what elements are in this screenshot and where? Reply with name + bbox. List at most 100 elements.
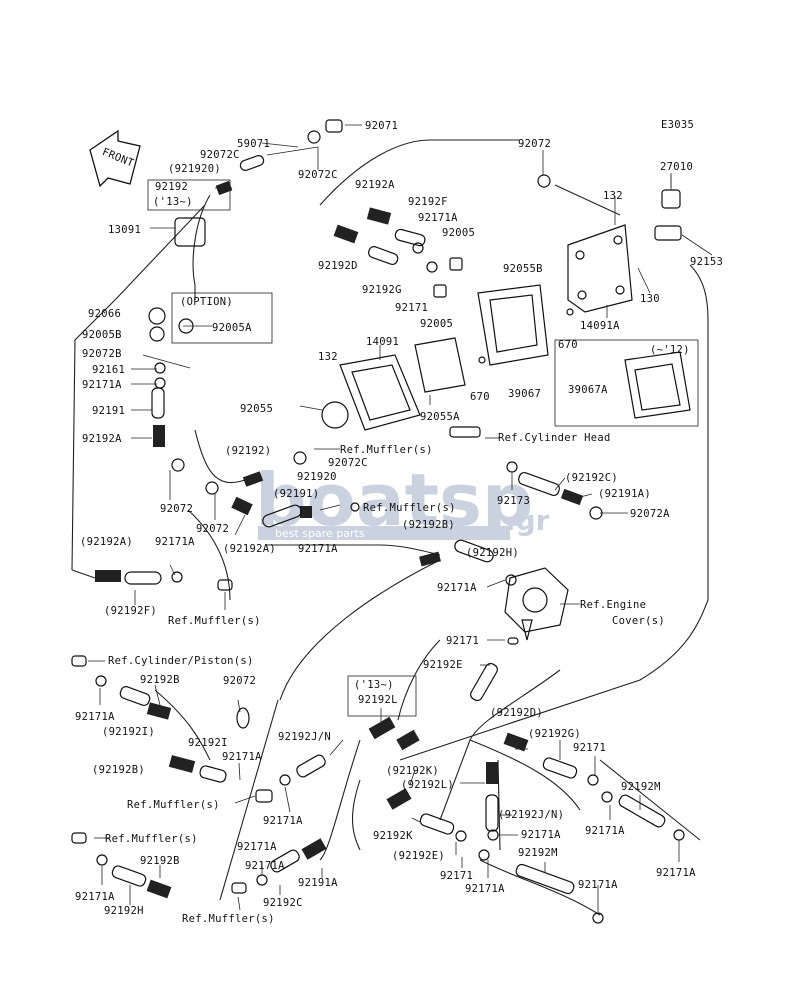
year-12-box	[554, 339, 699, 427]
label-92192f: 92192F	[408, 196, 448, 208]
o-ring-670-b	[478, 356, 486, 364]
label-92192b: (92192B)	[92, 764, 145, 776]
watermark-bar	[258, 526, 510, 540]
label-132: 132	[603, 190, 623, 202]
label-39067a: 39067A	[568, 384, 608, 396]
label-92161: 92161	[92, 364, 125, 376]
label-92171a: 92171A	[585, 825, 625, 837]
label-92005a: 92005A	[212, 322, 252, 334]
cover-39067a	[624, 351, 691, 419]
label-92171a: 92171A	[82, 379, 122, 391]
o-ring-670-a	[566, 308, 574, 316]
label-92192g: 92192G	[362, 284, 402, 296]
label-92192c: (92192C)	[565, 472, 618, 484]
label-92171: 92171	[446, 635, 479, 647]
label-92066: 92066	[88, 308, 121, 320]
label-92055a: 92055A	[420, 411, 460, 423]
ref-cylinder-piston: Ref.Cylinder/Piston(s)	[108, 655, 254, 667]
label-92192b: 92192B	[140, 855, 180, 867]
diagram-code: E3035	[661, 119, 694, 131]
label-92072a: 92072A	[630, 508, 670, 520]
label-92192b: (92192B)	[402, 519, 455, 531]
label-92072c: 92072C	[298, 169, 338, 181]
option-label: (OPTION)	[180, 296, 233, 308]
springs	[95, 180, 584, 899]
label-92055: 92055	[240, 403, 273, 415]
cover-92055b	[477, 284, 549, 366]
label-92005: 92005	[420, 318, 453, 330]
label-39067: 39067	[508, 388, 541, 400]
label-92192: (92192)	[225, 445, 271, 457]
fitting-92153	[654, 225, 682, 241]
label-92192d: (92192D)	[490, 707, 543, 719]
watermark: boatsp .gr best spare parts	[255, 458, 550, 542]
label-92191a: 92191A	[298, 877, 338, 889]
pump-cover-14091a	[567, 224, 633, 313]
label-92171a: 92171A	[418, 212, 458, 224]
ref-engine-cover: Cover(s)	[612, 615, 665, 627]
label-92191: (92191)	[273, 488, 319, 500]
label-92005: 92005	[442, 227, 475, 239]
label-92153: 92153	[690, 256, 723, 268]
label-92171a: 92171A	[263, 815, 303, 827]
label-92055b: 92055B	[503, 263, 543, 275]
label-92192f: (92192F)	[104, 605, 157, 617]
label-92192l: 92192L	[358, 694, 398, 706]
label-92192h: (92192H)	[466, 547, 519, 559]
label-92005b: 92005B	[82, 329, 122, 341]
label-92171a: 92171A	[437, 582, 477, 594]
label-92192i: (92192I)	[102, 726, 155, 738]
label-92192k: (92192K)	[386, 765, 439, 777]
front-arrow-icon: FRONT	[89, 129, 141, 188]
year-13-box-lower	[347, 675, 417, 717]
label-92192a: 92192A	[82, 433, 122, 445]
label-92171a: 92171A	[245, 860, 285, 872]
label-14091a: 14091A	[580, 320, 620, 332]
label-92171: 92171	[440, 870, 473, 882]
label-92192a: (92192A)	[80, 536, 133, 548]
label-92072c: 92072C	[328, 457, 368, 469]
label-132: 132	[318, 351, 338, 363]
label-92171a: 92171A	[521, 829, 561, 841]
label-92171: 92171	[573, 742, 606, 754]
label-921920: (921920)	[168, 163, 221, 175]
label-92192: 92192	[155, 181, 188, 193]
label-92191: 92191	[92, 405, 125, 417]
gasket-92055a	[414, 337, 466, 393]
label-92192e: 92192E	[423, 659, 463, 671]
label-27010: 27010	[660, 161, 693, 173]
label-670: 670	[470, 391, 490, 403]
ref-muffler: Ref.Muffler(s)	[105, 833, 198, 845]
label-92192jn: 92192J/N	[278, 731, 331, 743]
label-92171a: 92171A	[578, 879, 618, 891]
label-year-13: ('13~)	[354, 679, 394, 691]
ref-cylinder-head: Ref.Cylinder Head	[498, 432, 611, 444]
label-92072b: 92072B	[82, 348, 122, 360]
label-670: 670	[558, 339, 578, 351]
label-92192k: 92192K	[373, 830, 413, 842]
label-13091: 13091	[108, 224, 141, 236]
option-box	[171, 292, 273, 344]
label-92192c: 92192C	[263, 897, 303, 909]
label-92192jn: (92192J/N)	[498, 809, 564, 821]
ref-muffler: Ref.Muffler(s)	[168, 615, 261, 627]
label-92171: 92171	[395, 302, 428, 314]
label-92192i: 92192I	[188, 737, 228, 749]
hose-routing-lines	[71, 139, 709, 916]
label-92072: 92072	[160, 503, 193, 515]
part-labels: 59071 92071 92072C (921920) 92072C 92192…	[75, 120, 723, 925]
ref-muffler: Ref.Muffler(s)	[363, 502, 456, 514]
label-130: 130	[640, 293, 660, 305]
label-92171a: 92171A	[298, 543, 338, 555]
label-92192a: 92192A	[355, 179, 395, 191]
label-92192h: 92192H	[104, 905, 144, 917]
label-92192a: (92192A)	[223, 543, 276, 555]
label-92072: 92072	[518, 138, 551, 150]
label-92192d: 92192D	[318, 260, 358, 272]
label-92192m: 92192M	[621, 781, 661, 793]
label-92192l: (92192L)	[401, 779, 454, 791]
label-92192e: (92192E)	[392, 850, 445, 862]
label-59071: 59071	[237, 138, 270, 150]
label-92171a: 92171A	[75, 891, 115, 903]
label-92171a: 92171A	[465, 883, 505, 895]
